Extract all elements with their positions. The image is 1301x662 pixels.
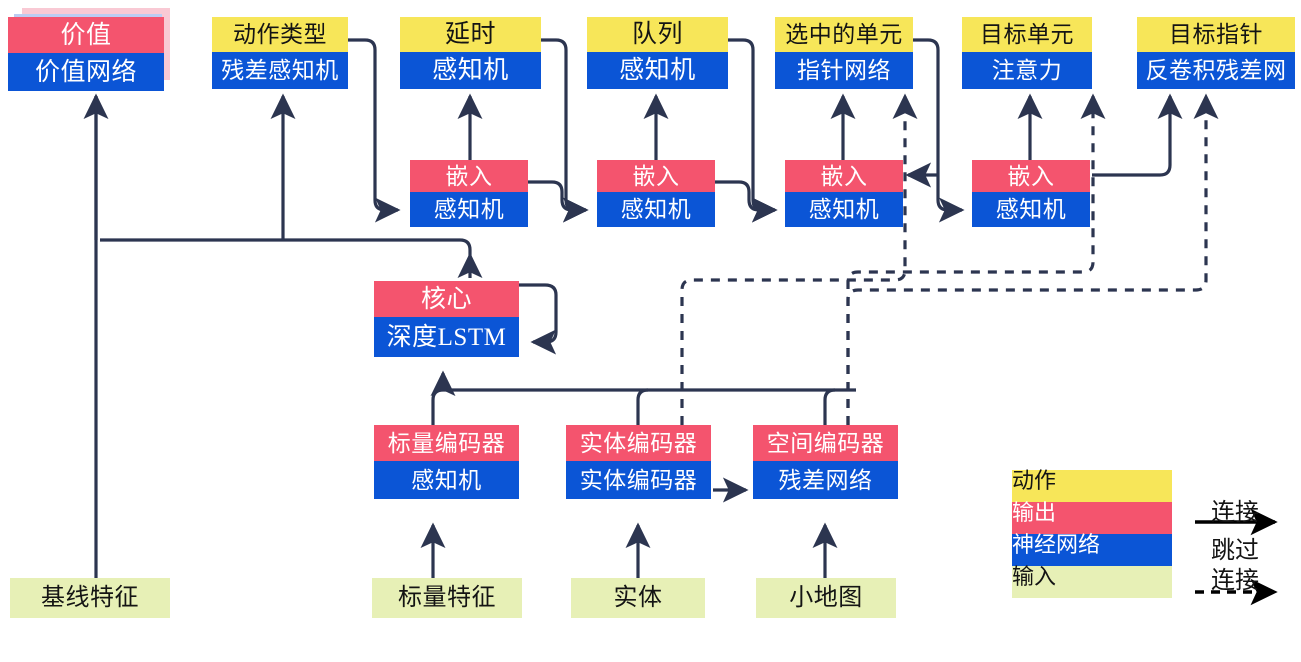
node-selected-units-header: 选中的单元: [775, 17, 913, 52]
node-embedding-1-network: 感知机: [410, 192, 528, 227]
node-scalar-encoder-header: 标量编码器: [374, 425, 519, 461]
input-baseline-features-label: 基线特征: [10, 578, 170, 618]
node-target-unit[interactable]: 目标单元 注意力: [962, 17, 1092, 89]
legend-swatch-output: 输出: [1012, 502, 1172, 534]
node-embedding-1[interactable]: 嵌入 感知机: [410, 160, 528, 227]
node-target-unit-network: 注意力: [962, 52, 1092, 89]
node-core[interactable]: 核心 深度LSTM: [374, 281, 519, 357]
input-entities[interactable]: 实体: [571, 578, 705, 618]
node-embedding-3-network: 感知机: [785, 192, 903, 227]
legend-skip-label-line1: 跳过: [1211, 538, 1259, 564]
legend-swatch-input: 输入: [1012, 566, 1172, 598]
node-embedding-1-header: 嵌入: [410, 160, 528, 192]
node-queue[interactable]: 队列 感知机: [587, 17, 728, 89]
legend-skip-label-line2: 连接: [1211, 568, 1259, 594]
node-entity-encoder-header: 实体编码器: [566, 425, 711, 461]
node-embedding-2-header: 嵌入: [597, 160, 715, 192]
node-scalar-encoder[interactable]: 标量编码器 感知机: [374, 425, 519, 499]
legend-swatch-network: 神经网络: [1012, 534, 1172, 566]
node-embedding-4[interactable]: 嵌入 感知机: [972, 160, 1090, 227]
node-embedding-4-header: 嵌入: [972, 160, 1090, 192]
node-queue-header: 队列: [587, 17, 728, 52]
node-action-type-header: 动作类型: [212, 17, 348, 52]
node-delay-header: 延时: [400, 17, 541, 52]
node-core-network: 深度LSTM: [374, 317, 519, 357]
node-delay-network: 感知机: [400, 52, 541, 89]
node-target-point-network: 反卷积残差网: [1137, 52, 1295, 89]
node-value-header: 价值: [8, 17, 164, 53]
legend-swatch-action: 动作: [1012, 470, 1172, 502]
node-core-header: 核心: [374, 281, 519, 317]
node-embedding-3[interactable]: 嵌入 感知机: [785, 160, 903, 227]
node-selected-units-network: 指针网络: [775, 52, 913, 89]
node-target-point[interactable]: 目标指针 反卷积残差网: [1137, 17, 1295, 89]
node-delay[interactable]: 延时 感知机: [400, 17, 541, 89]
legend-swatches: 动作 输出 神经网络 输入: [1012, 470, 1172, 598]
node-value-network: 价值网络: [8, 53, 164, 91]
node-spatial-encoder[interactable]: 空间编码器 残差网络: [753, 425, 898, 499]
input-baseline-features[interactable]: 基线特征: [10, 578, 170, 618]
node-entity-encoder[interactable]: 实体编码器 实体编码器: [566, 425, 711, 499]
node-embedding-2-network: 感知机: [597, 192, 715, 227]
input-scalar-features-label: 标量特征: [372, 578, 522, 618]
input-scalar-features[interactable]: 标量特征: [372, 578, 522, 618]
node-target-point-header: 目标指针: [1137, 17, 1295, 52]
input-minimap[interactable]: 小地图: [756, 578, 896, 618]
node-action-type[interactable]: 动作类型 残差感知机: [212, 17, 348, 89]
node-scalar-encoder-network: 感知机: [374, 461, 519, 499]
node-spatial-encoder-header: 空间编码器: [753, 425, 898, 461]
node-embedding-2[interactable]: 嵌入 感知机: [597, 160, 715, 227]
node-embedding-3-header: 嵌入: [785, 160, 903, 192]
node-embedding-4-network: 感知机: [972, 192, 1090, 227]
node-value[interactable]: 价值 价值网络: [8, 17, 164, 91]
node-entity-encoder-network: 实体编码器: [566, 461, 711, 499]
input-entities-label: 实体: [571, 578, 705, 618]
legend-connection-label: 连接: [1211, 500, 1259, 526]
input-minimap-label: 小地图: [756, 578, 896, 618]
node-selected-units[interactable]: 选中的单元 指针网络: [775, 17, 913, 89]
node-spatial-encoder-network: 残差网络: [753, 461, 898, 499]
node-action-type-network: 残差感知机: [212, 52, 348, 89]
node-queue-network: 感知机: [587, 52, 728, 89]
node-target-unit-header: 目标单元: [962, 17, 1092, 52]
